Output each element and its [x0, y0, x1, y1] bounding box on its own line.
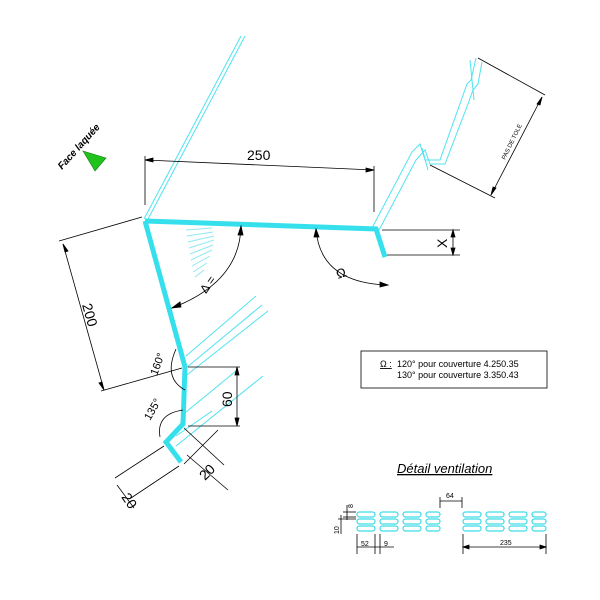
angle-135-label: 135° — [142, 397, 164, 423]
roof-guide-lines — [143, 35, 483, 447]
note-line-1: 120° pour couverture 4.250.35 — [397, 359, 519, 369]
pas-de-tole-label: PAS DE TOLE — [501, 123, 523, 160]
dim-20-right-label: 20 — [196, 461, 218, 483]
dim-20-left: 20 — [114, 445, 180, 512]
slot-group-right — [462, 511, 547, 532]
dim-60-label: 60 — [219, 391, 235, 407]
note-symbol: Ω : — [380, 359, 392, 369]
dim-200: 200 — [58, 216, 183, 392]
angle-omega-label: Ω — [334, 264, 349, 282]
slot-group-left — [356, 511, 441, 532]
vent-dim-9: 9 — [384, 541, 388, 548]
vent-dim-52: 52 — [361, 541, 369, 548]
dim-x-label: X — [434, 238, 450, 248]
dim-60: 60 — [188, 366, 240, 427]
dim-20-left-label: 20 — [119, 490, 141, 512]
vent-dim-10: 10 — [334, 526, 341, 534]
dim-20-right: 20 — [183, 427, 229, 491]
vent-dim-64: 64 — [446, 493, 454, 500]
flashing-profile-lower — [142, 220, 188, 464]
omega-note-box: Ω : 120° pour couverture 4.250.35 130° p… — [360, 350, 548, 389]
face-laquee-marker: Face laquée — [56, 122, 107, 172]
hatch-pattern — [185, 227, 215, 278]
dim-pas-de-tole: PAS DE TOLE — [429, 57, 546, 199]
flashing-profile — [144, 218, 388, 258]
angle-delta-label: Δ = — [197, 273, 219, 296]
vent-dim-8: 8 — [348, 504, 355, 508]
ventilation-detail: Détail ventilation — [334, 461, 548, 554]
angle-delta: Δ = — [170, 224, 244, 309]
vent-dim-235: 235 — [500, 540, 512, 547]
dim-250-label: 250 — [247, 147, 271, 163]
green-arrow-icon — [82, 150, 107, 172]
ventilation-title: Détail ventilation — [397, 461, 492, 476]
dim-200-label: 200 — [79, 301, 101, 328]
dim-x: X — [382, 228, 460, 257]
dim-250: 250 — [144, 147, 375, 212]
note-line-2: 130° pour couverture 3.350.43 — [397, 370, 519, 380]
